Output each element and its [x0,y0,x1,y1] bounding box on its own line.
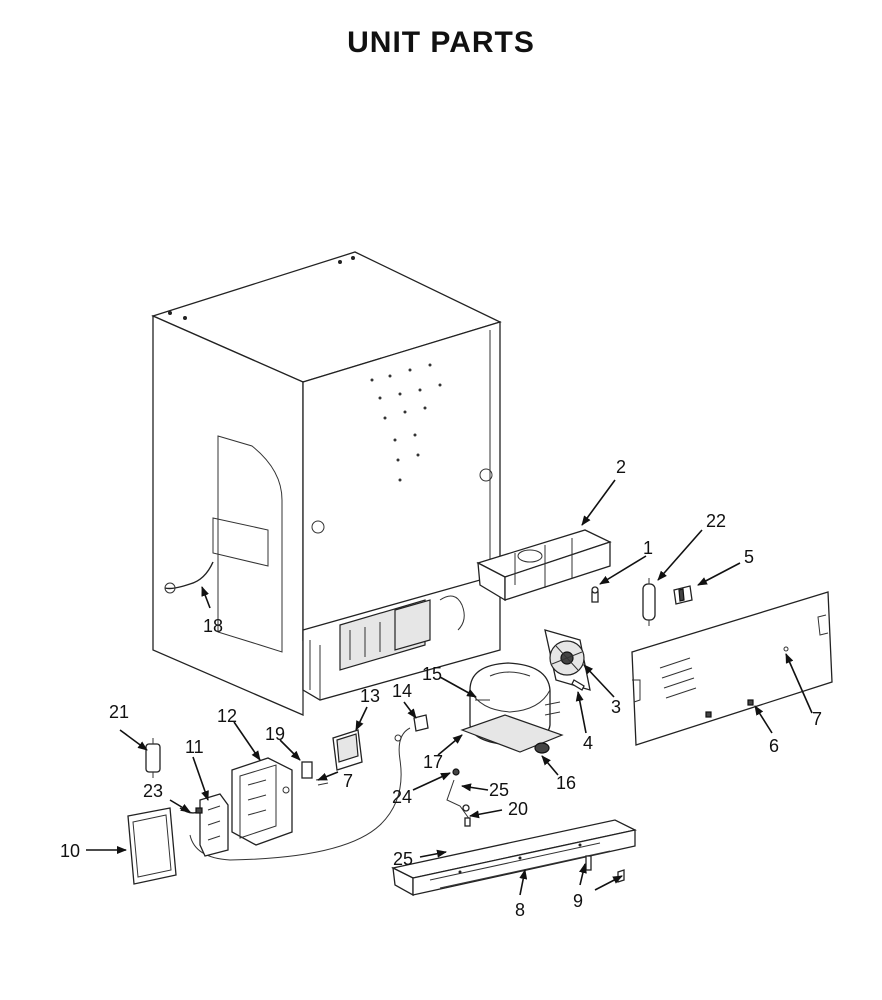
callout-3: 3 [611,697,621,717]
control-board [127,807,177,885]
callout-11: 11 [185,737,204,757]
callout-5: 5 [744,547,754,567]
relay [332,729,363,771]
callout-23: 23 [143,781,163,801]
callout-17: 17 [423,752,443,772]
callout-19: 19 [265,724,285,744]
callout-25-lower: 25 [393,849,413,869]
callout-20: 20 [508,799,528,819]
callout-labels: 2 1 22 5 3 4 6 7 7 8 9 10 11 12 13 14 15… [60,457,822,920]
callout-13: 13 [360,686,380,706]
switch [301,761,329,786]
callout-4: 4 [583,733,593,753]
condenser-fan [544,629,591,691]
leader-arrows [86,479,813,896]
callout-6: 6 [769,736,779,756]
callout-18: 18 [203,616,223,636]
drain-pan [476,529,612,602]
callout-8: 8 [515,900,525,920]
control-housing [231,757,293,846]
screw [591,586,599,603]
diagram-title: UNIT PARTS [347,26,535,59]
callout-14: 14 [392,681,412,701]
callout-21: 21 [109,702,129,722]
sensor [145,738,161,778]
rear-panel [631,591,833,746]
callout-2: 2 [616,457,626,477]
capacitor [642,578,656,626]
base-rail [391,819,637,897]
callout-22: 22 [706,511,726,531]
control-bracket [199,793,229,857]
callout-9: 9 [573,891,583,911]
callout-7-panel: 7 [812,709,822,729]
overload-protector [189,714,429,861]
callout-25-upper: 25 [489,780,509,800]
callout-24: 24 [392,787,412,807]
fan-screw [571,679,585,691]
callout-7-switch: 7 [343,771,353,791]
callout-15: 15 [422,664,442,684]
clip [673,585,693,605]
callout-16: 16 [556,773,576,793]
machine-compartment [302,579,501,701]
callout-12: 12 [217,706,237,726]
compressor [460,662,564,753]
callout-10: 10 [60,841,80,861]
callout-1: 1 [643,538,653,558]
grommet [534,742,550,754]
cabinet [151,251,502,716]
mounting-hardware [446,768,471,827]
